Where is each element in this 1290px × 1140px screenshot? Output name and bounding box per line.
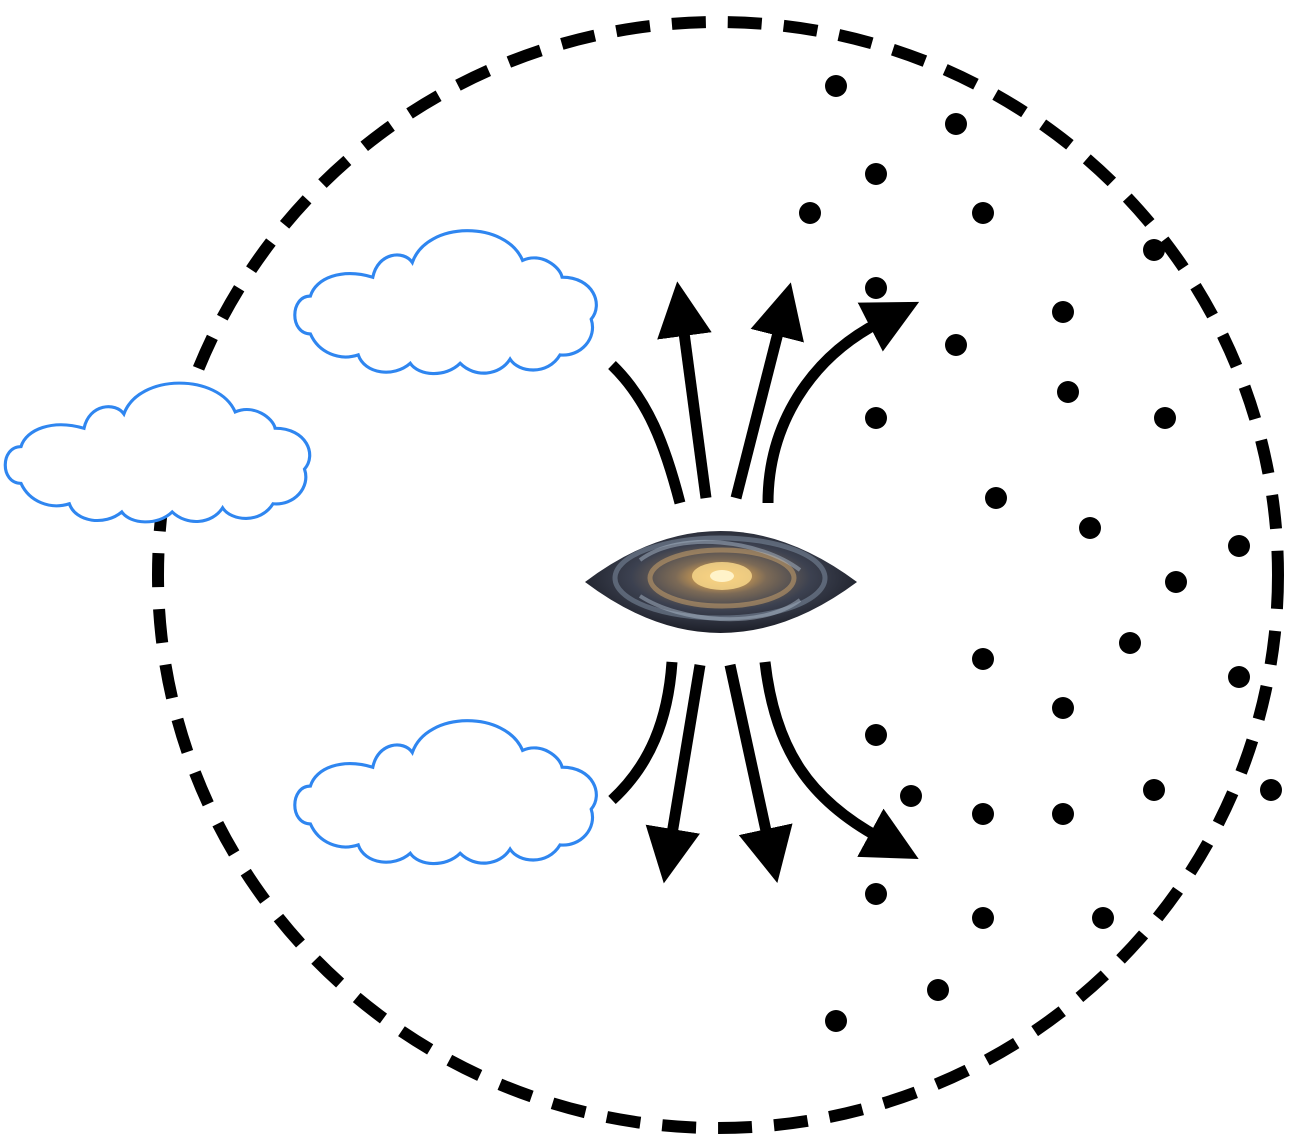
arrow-down-curved-left: [612, 662, 672, 800]
dot: [865, 277, 887, 299]
outflow-arrows-up: [612, 322, 880, 503]
dot: [1052, 697, 1074, 719]
arrow-down-curved-right: [765, 662, 880, 838]
dot: [825, 75, 847, 97]
dot: [972, 907, 994, 929]
cloud-bottom: [295, 721, 597, 864]
dot: [865, 163, 887, 185]
dot: [972, 648, 994, 670]
dot: [1143, 239, 1165, 261]
spiral-galaxy-icon: [585, 531, 857, 633]
dot: [865, 883, 887, 905]
cloud-left: [5, 383, 309, 522]
dot: [799, 202, 821, 224]
dot: [1143, 779, 1165, 801]
dot: [825, 1010, 847, 1032]
arrow-up-curved-left: [612, 365, 680, 503]
dot: [1079, 517, 1101, 539]
dot: [1052, 301, 1074, 323]
dot: [985, 487, 1007, 509]
dot: [865, 407, 887, 429]
dot: [1052, 803, 1074, 825]
dot: [1057, 381, 1079, 403]
dot: [1165, 571, 1187, 593]
dot: [1119, 632, 1141, 654]
dot: [865, 724, 887, 746]
dot: [927, 979, 949, 1001]
dot: [945, 334, 967, 356]
outflow-arrows-down: [612, 662, 880, 840]
dot: [1228, 666, 1250, 688]
dot: [1092, 907, 1114, 929]
dot: [972, 803, 994, 825]
cloud-top: [295, 231, 597, 374]
arrow-up-curved-right: [768, 322, 880, 503]
dot: [1228, 535, 1250, 557]
dot: [900, 785, 922, 807]
dot: [1260, 779, 1282, 801]
arrow-down-right: [730, 665, 768, 840]
dot: [945, 113, 967, 135]
dot: [972, 202, 994, 224]
particle-dots: [799, 75, 1282, 1032]
dot: [1154, 407, 1176, 429]
arrow-down-left: [671, 665, 700, 840]
arrow-up-left: [683, 325, 706, 498]
